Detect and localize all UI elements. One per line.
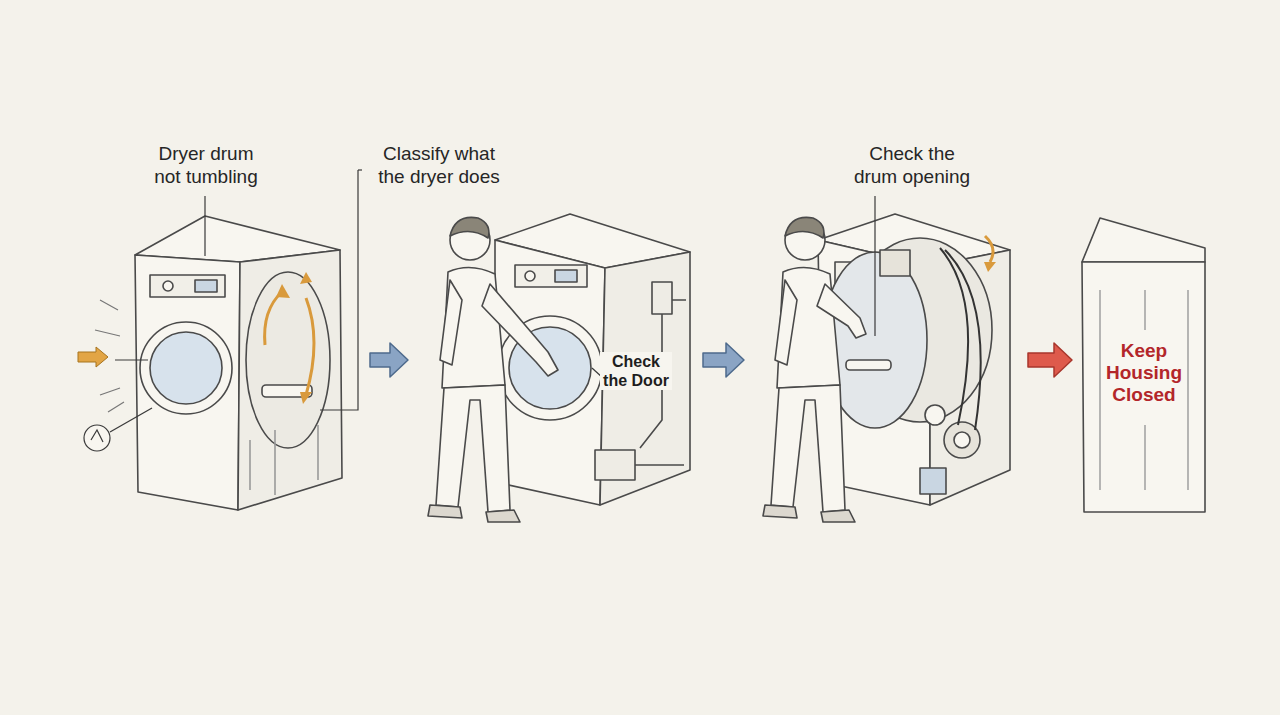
motor-pulley <box>954 432 970 448</box>
person-legs <box>436 385 510 512</box>
arrow-head <box>276 284 290 298</box>
flow-arrow <box>370 343 408 377</box>
flow-arrow <box>703 343 744 377</box>
door-ring <box>140 322 232 414</box>
component <box>920 468 946 494</box>
electrical-box <box>652 282 672 314</box>
flow-arrow <box>1028 343 1072 377</box>
leader-bracket <box>320 170 358 410</box>
step-text: Check the Door <box>600 352 672 390</box>
person-legs <box>771 385 845 512</box>
electrical-box <box>595 450 635 480</box>
input-arrow <box>78 347 108 367</box>
person-arm <box>775 280 797 365</box>
leader-line <box>204 196 205 256</box>
arrow-head <box>300 392 312 404</box>
component <box>880 250 910 276</box>
dryer-side <box>238 250 342 510</box>
person-arm <box>817 284 866 338</box>
leader-bracket <box>358 169 362 170</box>
door-glass <box>150 332 222 404</box>
display <box>195 280 217 292</box>
panel-grooves <box>250 425 318 495</box>
step-panel: Keep Housing Closed <box>1074 140 1214 520</box>
idler-pulley <box>925 405 945 425</box>
housing-top <box>1082 218 1205 262</box>
arrow-head <box>984 262 996 272</box>
control-panel <box>515 265 587 287</box>
person-shoes <box>428 505 520 522</box>
housing-panel <box>1082 262 1205 512</box>
person-hair <box>450 217 489 238</box>
display <box>555 270 577 282</box>
sound-icon <box>91 430 103 442</box>
rotation-arrow <box>985 236 993 262</box>
step-text: Keep Housing Closed <box>1086 340 1202 406</box>
person-hair <box>785 217 824 238</box>
dryer-front <box>135 255 240 510</box>
sound-icon <box>84 425 110 451</box>
step-text: Check the drum opening <box>848 142 976 188</box>
leader-line <box>115 359 148 360</box>
person-arm <box>482 284 558 376</box>
leader-line <box>874 196 875 336</box>
drum <box>246 272 330 448</box>
step-panel: Check the drum opening <box>746 140 1026 520</box>
rotation-arrow <box>306 298 314 395</box>
knob <box>525 271 535 281</box>
callout-label: Classify what the dryer does <box>372 142 506 188</box>
control-panel <box>150 275 225 297</box>
drive-belt <box>940 248 981 430</box>
rotation-arrow <box>265 292 282 345</box>
person-shoes <box>763 505 855 522</box>
knob <box>163 281 173 291</box>
step-panel: Dryer drum not tumbling <box>70 140 368 520</box>
leader-line <box>110 408 152 432</box>
drum-baffle <box>846 360 891 370</box>
arrow-head <box>300 272 312 284</box>
person-arm <box>440 280 462 365</box>
step-panel: Check the Door <box>410 140 701 520</box>
step-text: Dryer drum not tumbling <box>147 142 265 188</box>
